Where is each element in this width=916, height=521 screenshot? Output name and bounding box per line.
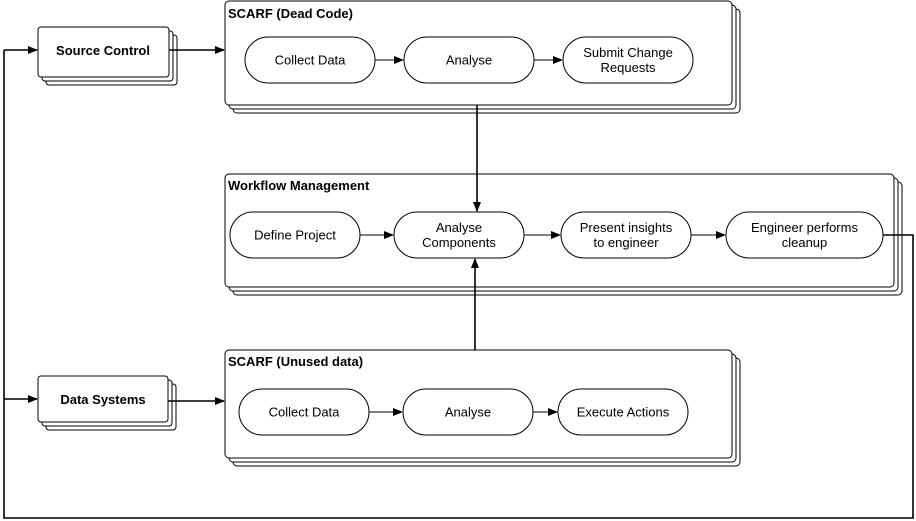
source-control-label: Source Control: [56, 43, 150, 58]
svg-text:to engineer: to engineer: [593, 235, 659, 250]
svg-text:Analyse: Analyse: [436, 220, 482, 235]
step-define-project: Define Project: [229, 211, 361, 259]
svg-text:Present insights: Present insights: [580, 220, 673, 235]
step-execute-actions: Execute Actions: [557, 388, 689, 436]
step-analyse: Analyse: [403, 36, 535, 84]
step-present-insights: Present insights to engineer: [560, 211, 692, 259]
svg-text:Analyse: Analyse: [446, 53, 492, 68]
group-workflow-management: Workflow Management Define Project Analy…: [224, 173, 903, 296]
svg-text:Components: Components: [422, 235, 496, 250]
svg-text:Collect Data: Collect Data: [269, 405, 341, 420]
svg-text:Requests: Requests: [601, 60, 656, 75]
svg-text:Execute Actions: Execute Actions: [577, 405, 670, 420]
svg-text:Engineer performs: Engineer performs: [751, 220, 858, 235]
group-title-unused-data: SCARF (Unused data): [228, 354, 363, 369]
group-title-dead-code: SCARF (Dead Code): [228, 6, 353, 21]
step-collect-data-unused: Collect Data: [238, 388, 370, 436]
svg-text:Define Project: Define Project: [254, 228, 336, 243]
group-title-workflow: Workflow Management: [228, 178, 370, 193]
svg-text:cleanup: cleanup: [782, 235, 828, 250]
data-systems-node: Data Systems: [37, 375, 177, 431]
step-analyse-components: Analyse Components: [393, 211, 525, 259]
feedback-loop-line: [3, 50, 914, 519]
step-engineer-cleanup: Engineer performs cleanup: [725, 211, 884, 259]
step-collect-data: Collect Data: [244, 36, 376, 84]
group-scarf-unused-data: SCARF (Unused data) Collect Data Analyse…: [224, 349, 741, 467]
group-scarf-dead-code: SCARF (Dead Code) Collect Data Analyse S…: [224, 0, 741, 114]
step-submit-change-requests: Submit Change Requests: [562, 36, 694, 84]
svg-text:Submit Change: Submit Change: [583, 45, 673, 60]
step-analyse-unused: Analyse: [402, 388, 534, 436]
connectors: [3, 46, 914, 519]
data-systems-label: Data Systems: [60, 392, 145, 407]
svg-text:Analyse: Analyse: [445, 405, 491, 420]
svg-text:Collect Data: Collect Data: [275, 53, 347, 68]
source-control-node: Source Control: [37, 26, 178, 86]
